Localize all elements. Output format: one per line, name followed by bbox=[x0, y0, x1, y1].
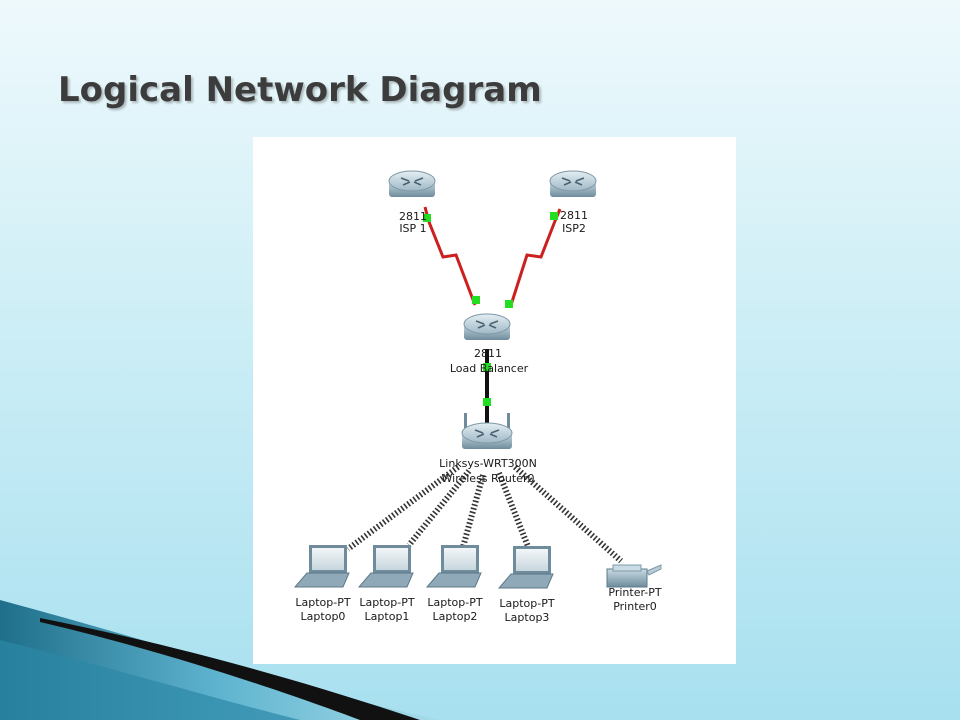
laptop-1[interactable] bbox=[357, 545, 414, 588]
laptop0-model-label: Laptop-PT bbox=[295, 596, 350, 609]
printer0-name-label: Printer0 bbox=[613, 600, 657, 613]
router-isp1[interactable] bbox=[388, 170, 436, 197]
port-light-router-eth bbox=[483, 398, 491, 406]
antenna-right bbox=[507, 413, 510, 431]
laptop-icon bbox=[312, 548, 344, 570]
load-balancer-name-label: Load Balancer bbox=[450, 362, 529, 375]
laptop2-name-label: Laptop2 bbox=[433, 610, 478, 623]
isp1-name-label: ISP 1 bbox=[399, 222, 426, 235]
port-indicators bbox=[423, 212, 558, 406]
wireless-router-model-label: Linksys-WRT300N bbox=[439, 457, 537, 470]
laptop0-name-label: Laptop0 bbox=[301, 610, 346, 623]
laptop-3[interactable] bbox=[497, 546, 554, 589]
wireless-link-laptop0 bbox=[346, 464, 460, 552]
laptop-0[interactable] bbox=[293, 545, 350, 588]
laptop1-name-label: Laptop1 bbox=[365, 610, 410, 623]
laptop-icon bbox=[444, 548, 476, 570]
laptop1-model-label: Laptop-PT bbox=[359, 596, 414, 609]
isp2-name-label: ISP2 bbox=[562, 222, 586, 235]
laptop-2[interactable] bbox=[425, 545, 482, 588]
port-light-lb-eth bbox=[483, 363, 491, 371]
port-light-isp2 bbox=[550, 212, 558, 220]
router-icon bbox=[463, 313, 511, 335]
isp1-model-label: 2811 bbox=[399, 210, 427, 223]
laptop3-model-label: Laptop-PT bbox=[499, 597, 554, 610]
wireless-router-name-label: Wireless Router0 bbox=[442, 472, 535, 485]
serial-link-isp2 bbox=[509, 208, 562, 306]
printer0-model-label: Printer-PT bbox=[608, 586, 661, 599]
laptop-icon bbox=[376, 548, 408, 570]
printer-0[interactable] bbox=[606, 564, 662, 588]
laptop2-model-label: Laptop-PT bbox=[427, 596, 482, 609]
printer-icon bbox=[606, 568, 648, 588]
wireless-links bbox=[346, 464, 623, 564]
wireless-link-printer0 bbox=[513, 464, 623, 564]
port-light-lb-isp1 bbox=[472, 296, 480, 304]
router-load-balancer[interactable] bbox=[463, 313, 511, 340]
network-diagram: 2811 ISP 1 2811 ISP2 2811 Load Balancer … bbox=[253, 137, 736, 664]
laptop3-name-label: Laptop3 bbox=[505, 611, 550, 624]
router-isp2[interactable] bbox=[549, 170, 597, 197]
isp2-model-label: 2811 bbox=[560, 209, 588, 222]
wireless-link-laptop2 bbox=[460, 474, 486, 548]
wireless-router[interactable] bbox=[461, 413, 513, 449]
laptop-icon bbox=[516, 549, 548, 571]
port-light-isp1 bbox=[423, 214, 431, 222]
antenna-left bbox=[464, 413, 467, 431]
load-balancer-model-label: 2811 bbox=[474, 347, 502, 360]
wireless-link-laptop1 bbox=[406, 469, 472, 547]
router-icon bbox=[461, 422, 513, 444]
serial-link-isp1 bbox=[423, 206, 477, 306]
slide-title: Logical Network Diagram bbox=[58, 70, 542, 110]
port-light-lb-isp2 bbox=[505, 300, 513, 308]
router-icon bbox=[388, 170, 436, 192]
router-icon bbox=[549, 170, 597, 192]
